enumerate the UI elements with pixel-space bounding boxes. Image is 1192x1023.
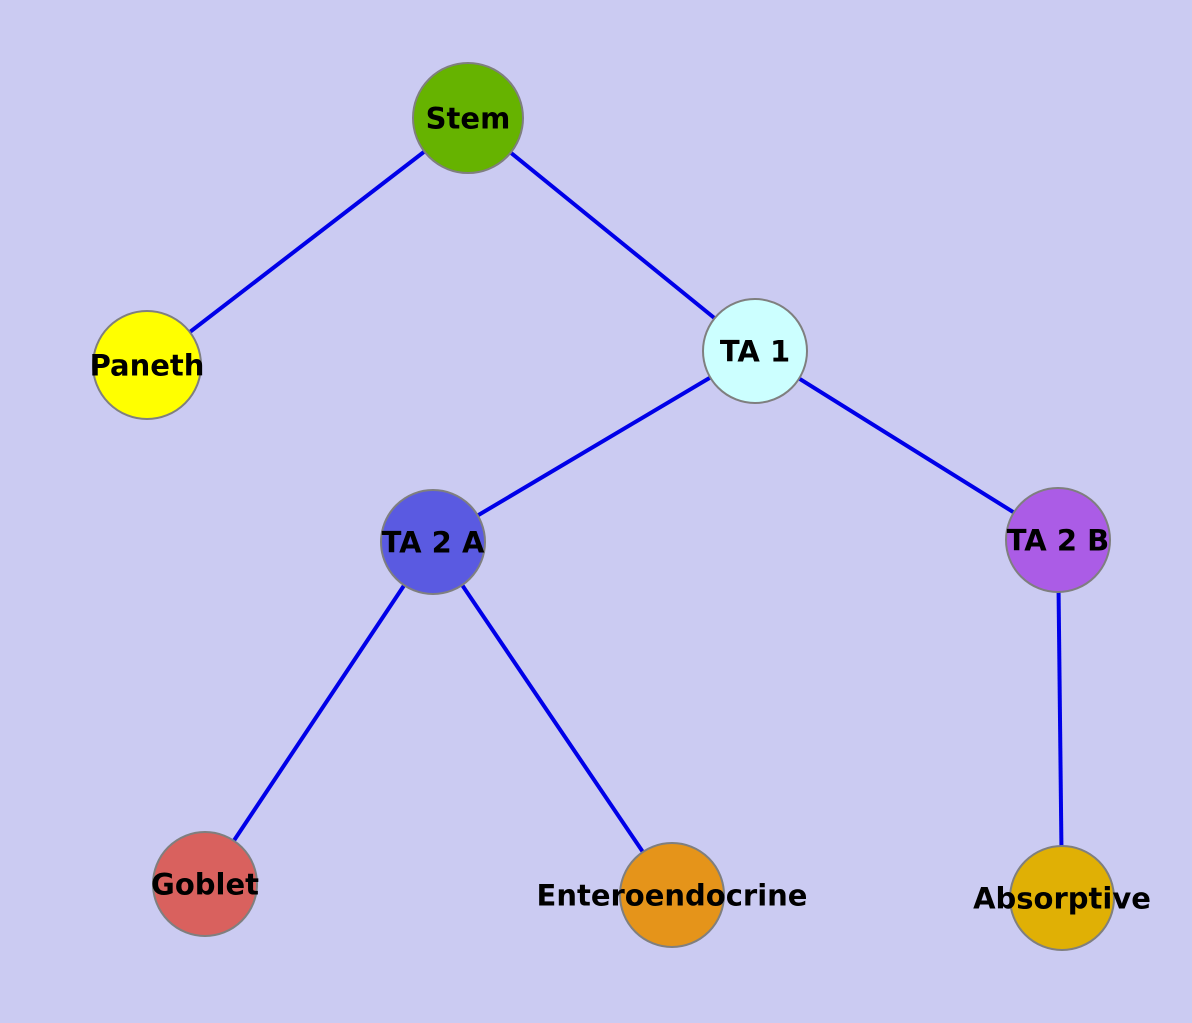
- node-circle-enteroendocrine[interactable]: [619, 842, 725, 948]
- node-circle-stem[interactable]: [412, 62, 524, 174]
- edge-stem-ta1: [466, 116, 757, 353]
- node-circle-paneth[interactable]: [92, 310, 202, 420]
- node-absorptive[interactable]: Absorptive: [973, 845, 1151, 951]
- node-enteroendocrine[interactable]: Enteroendocrine: [537, 842, 808, 948]
- node-stem[interactable]: Stem: [412, 62, 524, 174]
- node-ta1[interactable]: TA 1: [702, 298, 808, 404]
- node-circle-goblet[interactable]: [152, 831, 258, 937]
- node-circle-ta2a[interactable]: [380, 489, 486, 595]
- node-ta2a[interactable]: TA 2 A: [380, 489, 486, 595]
- edge-stem-paneth: [145, 116, 470, 367]
- edge-ta2a-goblet: [203, 540, 435, 886]
- node-goblet[interactable]: Goblet: [151, 831, 259, 937]
- edge-ta2b-absorptive: [1056, 539, 1064, 899]
- node-circle-ta1[interactable]: [702, 298, 808, 404]
- node-paneth[interactable]: Paneth: [90, 310, 205, 420]
- edge-ta2a-enteroendocrine: [431, 540, 674, 897]
- edge-ta1-ta2b: [753, 349, 1060, 542]
- node-circle-absorptive[interactable]: [1009, 845, 1115, 951]
- node-circle-ta2b[interactable]: [1005, 487, 1111, 593]
- node-ta2b[interactable]: TA 2 B: [1005, 487, 1111, 593]
- edge-ta1-ta2a: [431, 349, 757, 544]
